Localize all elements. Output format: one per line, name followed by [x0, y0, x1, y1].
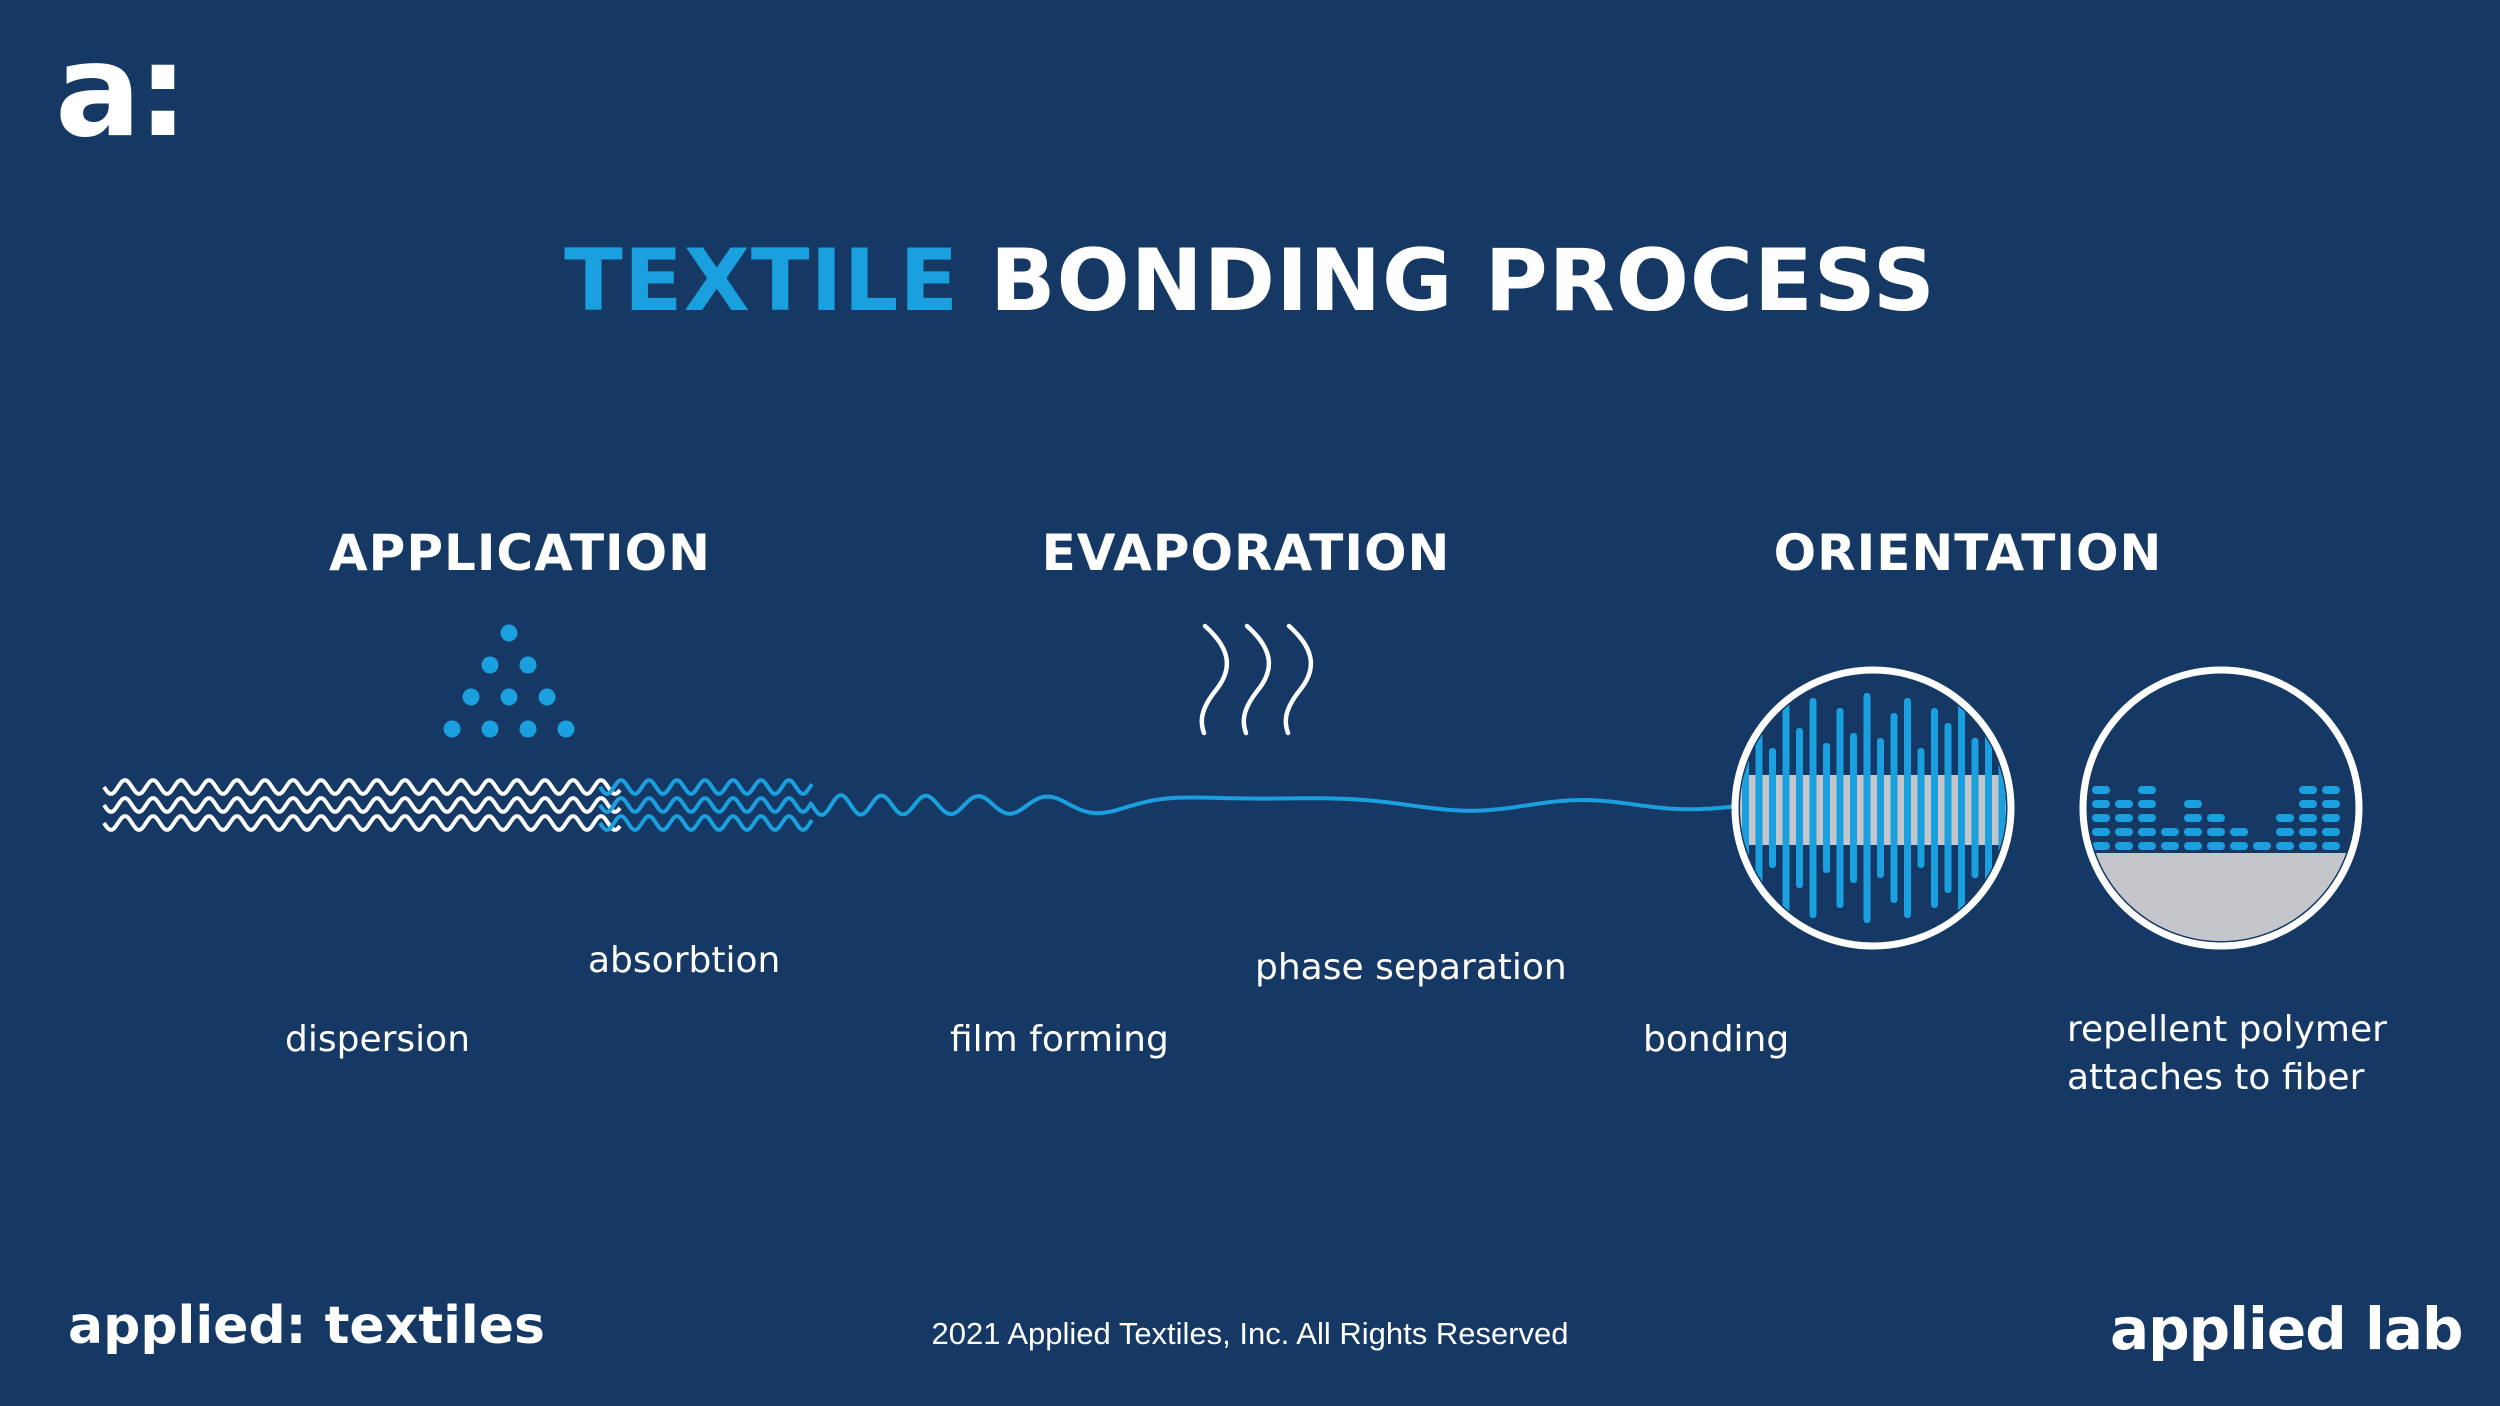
absorption-wave-lines — [598, 778, 814, 832]
label-dispersion: dispersion — [285, 1019, 471, 1060]
polymer-dash — [2115, 800, 2133, 808]
fiber-strand — [1890, 713, 1898, 903]
label-repellent-line2: attaches to fiber — [2067, 1057, 2365, 1098]
page-title: TEXTILE BONDING PROCESS — [0, 238, 2500, 324]
polymer-dash — [2161, 842, 2179, 850]
film-wave-line — [810, 793, 1871, 817]
polymer-dash — [2115, 828, 2133, 836]
steam-icon — [1199, 623, 1314, 736]
polymer-dash — [2184, 814, 2202, 822]
fiber-strand — [1863, 693, 1871, 923]
polymer-dash — [2322, 842, 2340, 850]
fiber-strand — [1931, 708, 1938, 908]
polymer-dash — [2230, 842, 2248, 850]
fiber-strand — [1796, 728, 1803, 888]
bonding-circle — [1731, 666, 2015, 950]
copyright-text: 2021 Applied Textiles, Inc. All Rights R… — [931, 1316, 1569, 1351]
fiber-strand — [1809, 698, 1817, 918]
polymer-dash — [2115, 842, 2133, 850]
title-rest: BONDING PROCESS — [959, 231, 1936, 331]
polymer-dash — [2184, 828, 2202, 836]
polymer-dash — [2299, 786, 2317, 794]
polymer-dash — [2299, 814, 2317, 822]
polymer-dash — [2207, 828, 2225, 836]
polymer-dash — [2207, 814, 2225, 822]
polymer-dash — [2207, 842, 2225, 850]
polymer-dash — [2322, 800, 2340, 808]
brand-applied-textiles: applied: textiles — [68, 1296, 545, 1356]
polymer-dash — [2092, 786, 2110, 794]
label-repellent-polymer: repellent polymer attaches to fiber — [2067, 1006, 2487, 1102]
polymer-dash — [2092, 814, 2110, 822]
fabric-wave-lines — [102, 778, 622, 832]
polymer-dash — [2276, 814, 2294, 822]
polymer-dash — [2322, 786, 2340, 794]
label-film-forming: film forming — [950, 1019, 1169, 1060]
polymer-dash — [2299, 828, 2317, 836]
polymer-dash — [2184, 842, 2202, 850]
title-accent: TEXTILE — [564, 231, 960, 331]
polymer-dash — [2276, 828, 2294, 836]
stage-heading-orientation: ORIENTATION — [1773, 524, 2163, 582]
brand-applied-lab: applied lab — [2110, 1295, 2464, 1363]
fiber-strand — [1782, 703, 1790, 913]
droplets-icon — [443, 624, 575, 738]
polymer-dash — [2230, 828, 2248, 836]
polymer-dash — [2184, 800, 2202, 808]
fiber-strand — [1850, 733, 1857, 883]
stage-heading-application: APPLICATION — [328, 524, 712, 582]
label-absorbtion: absorbtion — [588, 940, 781, 981]
label-repellent-line1: repellent polymer — [2067, 1009, 2387, 1050]
polymer-dash — [2322, 814, 2340, 822]
polymer-fiber-circle — [2079, 666, 2363, 950]
polymer-dash — [2276, 842, 2294, 850]
fiber-strand — [1971, 738, 1979, 878]
polymer-dash — [2092, 842, 2110, 850]
fiber-strand — [1917, 748, 1925, 868]
polymer-dash — [2253, 842, 2271, 850]
fiber-strand — [1877, 738, 1884, 878]
polymer-dash — [2138, 800, 2156, 808]
fiber-strand — [1958, 703, 1965, 913]
polymer-dash — [2138, 842, 2156, 850]
fiber-strand — [1985, 713, 1992, 903]
fiber-strand — [1904, 698, 1911, 918]
polymer-dash — [2092, 800, 2110, 808]
fiber-strand — [1836, 708, 1844, 908]
polymer-dash — [2299, 842, 2317, 850]
polymer-dash — [2115, 814, 2133, 822]
stage-heading-evaporation: EVAPORATION — [1041, 524, 1451, 582]
polymer-dash — [2138, 786, 2156, 794]
brand-logo-mark: a: — [55, 17, 189, 166]
fiber-strand — [1944, 723, 1952, 893]
fiber-strand — [1769, 748, 1776, 868]
polymer-dash — [2138, 828, 2156, 836]
polymer-dash — [2138, 814, 2156, 822]
fiber-strand — [1823, 743, 1830, 873]
polymer-dash — [2322, 828, 2340, 836]
polymer-dash — [2161, 828, 2179, 836]
label-phase-separation: phase separation — [1255, 947, 1567, 988]
polymer-dash — [2092, 828, 2110, 836]
label-bonding: bonding — [1643, 1019, 1790, 1060]
polymer-dash — [2299, 800, 2317, 808]
fiber-strand — [1755, 713, 1763, 903]
